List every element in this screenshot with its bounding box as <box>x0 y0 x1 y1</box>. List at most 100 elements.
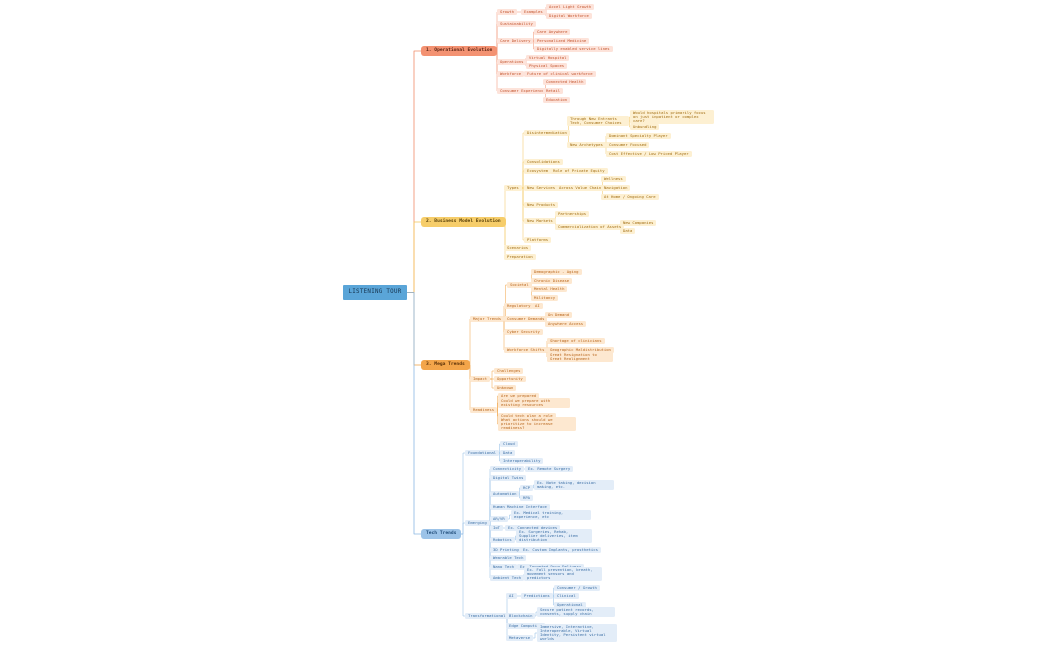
topic-unknown[interactable]: Unknown <box>494 385 517 392</box>
topic-blockchain[interactable]: Blockchain <box>506 613 536 620</box>
topic-would-hospitals-primarily-focus-on-just-inpatien[interactable]: Would hospitals primarily focus on just … <box>630 110 714 125</box>
topic-platforms[interactable]: Platforms <box>524 237 552 244</box>
topic-what-actions-should-we-prioritize-to-increase-re[interactable]: What actions should we prioritize to inc… <box>498 417 576 432</box>
topic-ex-fall-prevention-breath-movement-sensors-and-p[interactable]: Ex. Fall prevention, breath, movement se… <box>524 567 602 582</box>
topic-mental-health[interactable]: Mental Health <box>531 286 568 293</box>
topic-personalized-medicine[interactable]: Personalized Medicine <box>534 38 590 45</box>
topic-foundational[interactable]: Foundational <box>465 450 500 457</box>
topic-ex-surgeries-rehab-supplier-deliveries-item-dist[interactable]: Ex. Surgeries, Rehab, Supplier deliverie… <box>516 529 592 544</box>
topic-chronic-disease[interactable]: Chronic Disease <box>531 278 573 285</box>
topic-disintermediation[interactable]: Disintermediation <box>524 130 570 137</box>
topic-are-we-prepared[interactable]: Are we prepared <box>498 393 540 400</box>
topic-demographic-aging[interactable]: Demographic - Aging <box>531 269 582 276</box>
topic-growth[interactable]: Growth <box>497 9 518 16</box>
topic-clinical[interactable]: Clinical <box>554 593 579 600</box>
topic-workforce[interactable]: Workforce <box>497 71 525 78</box>
topic-cyber-security[interactable]: Cyber Security <box>504 329 543 336</box>
topic-digitally-enabled-service-lines[interactable]: Digitally enabled service lines <box>534 46 613 53</box>
branch-tech-trends[interactable]: Tech Trends <box>421 529 462 539</box>
topic-ar-vr[interactable]: AR/VR <box>490 516 508 523</box>
topic-physical-spaces[interactable]: Physical Spaces <box>526 63 568 70</box>
topic-major-trends[interactable]: Major Trends <box>470 316 505 323</box>
topic-digital-workforce[interactable]: Digital Workforce <box>546 13 592 20</box>
topic-scenarios[interactable]: Scenarios <box>504 245 532 252</box>
topic-militancy[interactable]: Militancy <box>531 295 559 302</box>
topic-predictions[interactable]: Predictions <box>521 593 553 600</box>
topic-great-resignation-to-great-realignment[interactable]: Great Resignation to Great Realignment <box>547 352 613 363</box>
topic-new-products[interactable]: New Products <box>524 202 559 209</box>
topic-virtual-hospital[interactable]: Virtual Hospital <box>526 55 570 62</box>
branch-3-mega-trends[interactable]: 3. Mega Trends <box>421 360 470 370</box>
topic-partnerships[interactable]: Partnerships <box>555 211 590 218</box>
topic-could-tech-play-a-role[interactable]: Could tech play a role <box>498 413 556 420</box>
topic-emerging[interactable]: Emerging <box>465 520 490 527</box>
topic-ai[interactable]: AI <box>532 303 543 310</box>
topic-examples[interactable]: Examples <box>521 9 546 16</box>
topic-shortage-of-clinicians[interactable]: Shortage of clinicians <box>547 338 605 345</box>
topic-data[interactable]: Data <box>620 228 636 235</box>
topic-navigation[interactable]: Navigation <box>601 185 631 192</box>
topic-through-new-entrants-tech-consumer-choices[interactable]: Through New Entrants Tech, Consumer Choi… <box>567 116 629 127</box>
topic-new-companies[interactable]: New Companies <box>620 220 657 227</box>
topic-iot[interactable]: IoT <box>490 525 504 532</box>
topic-ai[interactable]: AI <box>506 593 517 600</box>
topic-regulatory[interactable]: Regulatory <box>504 303 534 310</box>
topic-care-delivery[interactable]: Care Delivery <box>497 38 534 45</box>
topic-secure-patient-records-consents-supply-chain[interactable]: Secure patient records, consents, supply… <box>537 607 615 618</box>
topic-connectivity[interactable]: Connectivity <box>490 466 525 473</box>
topic-immersive-interactive-interoperable-virtual-iden[interactable]: Immersive, Interactive, Interoperable, V… <box>537 624 617 643</box>
topic-preparation[interactable]: Preparation <box>504 254 536 261</box>
topic-connected-health[interactable]: Connected Health <box>543 79 587 86</box>
topic-future-of-clinical-workforce[interactable]: Future of clinical workforce <box>524 71 596 78</box>
topic-challenges[interactable]: Challenges <box>494 368 524 375</box>
topic-human-machine-interface[interactable]: Human Machine Interface <box>490 504 550 511</box>
topic-on-demand[interactable]: On Demand <box>545 312 573 319</box>
branch-1-operational-evolution[interactable]: 1. Operational Evolution <box>421 46 498 56</box>
topic-metaverse[interactable]: Metaverse <box>506 635 534 642</box>
topic-data[interactable]: Data <box>500 450 516 457</box>
topic-geographic-maldistribution[interactable]: Geographic Maldistribution <box>547 347 614 354</box>
topic-ex-custom-implants-prosthetics[interactable]: Ex. Custom Implants, prosthetics <box>520 547 601 554</box>
topic-across-value-chain[interactable]: Across Value Chain <box>556 185 605 192</box>
topic-consumer-growth[interactable]: Consumer / Growth <box>554 585 600 592</box>
topic-ecosystem[interactable]: Ecosystem <box>524 168 552 175</box>
branch-2-business-model-evolution[interactable]: 2. Business Model Evolution <box>421 217 506 227</box>
topic-commercialization-of-assets[interactable]: Commercialization of Assets <box>555 224 625 231</box>
topic-at-home-ongoing-care[interactable]: At Home / Ongoing Care <box>601 194 659 201</box>
topic-accel-light-growth[interactable]: Accel Light Growth <box>546 4 595 11</box>
topic-anywhere-access[interactable]: Anywhere Access <box>545 321 587 328</box>
topic-types[interactable]: Types <box>504 185 522 192</box>
topic-3d-printing[interactable]: 3D Printing <box>490 547 522 554</box>
topic-retail[interactable]: Retail <box>543 88 564 95</box>
topic-consumer-focused[interactable]: Consumer Focused <box>606 142 650 149</box>
topic-societal[interactable]: Societal <box>507 282 532 289</box>
topic-could-we-prepare-with-existing-resources[interactable]: Could we prepare with existing resources <box>498 398 570 409</box>
topic-sustainability[interactable]: Sustainability <box>497 21 536 28</box>
topic-nano-tech[interactable]: Nano Tech <box>490 564 518 571</box>
topic-operations[interactable]: Operations <box>497 59 527 66</box>
topic-interoperability[interactable]: Interoperability <box>500 458 544 465</box>
topic-new-markets[interactable]: New Markets <box>524 218 556 225</box>
topic-rcp[interactable]: RCP <box>520 485 534 492</box>
topic-consumer-experience[interactable]: Consumer Experience <box>497 88 548 95</box>
topic-opportunity[interactable]: Opportunity <box>494 376 526 383</box>
topic-new-services[interactable]: New Services <box>524 185 559 192</box>
topic-transformational[interactable]: Transformational <box>465 613 509 620</box>
topic-workforce-shifts[interactable]: Workforce Shifts <box>504 347 548 354</box>
topic-wearable-tech[interactable]: Wearable Tech <box>490 555 527 562</box>
topic-ambient-tech[interactable]: Ambient Tech <box>490 575 525 582</box>
topic-impact[interactable]: Impact <box>470 376 491 383</box>
topic-education[interactable]: Education <box>543 97 571 104</box>
topic-operational[interactable]: Operational <box>554 602 586 609</box>
topic-wellness[interactable]: Wellness <box>601 176 626 183</box>
topic-edge-computing[interactable]: Edge Computing <box>506 623 545 630</box>
topic-readiness[interactable]: Readiness <box>470 407 498 414</box>
topic-consumer-demands[interactable]: Consumer Demands <box>504 316 548 323</box>
topic-role-of-private-equity[interactable]: Role of Private Equity <box>550 168 608 175</box>
topic-robotics[interactable]: Robotics <box>490 537 515 544</box>
topic-ex-remote-surgery[interactable]: Ex. Remote Surgery <box>525 466 574 473</box>
topic-ex-medical-training-experience-etc[interactable]: Ex. Medical training, experience, etc <box>511 510 591 521</box>
topic-ex-note-taking-decision-making-etc[interactable]: Ex. Note taking, decision making, etc. <box>534 480 614 491</box>
topic-rpa[interactable]: RPA <box>520 495 534 502</box>
topic-cost-effective-low-priced-player[interactable]: Cost Effective / Low Priced Player <box>606 151 692 158</box>
